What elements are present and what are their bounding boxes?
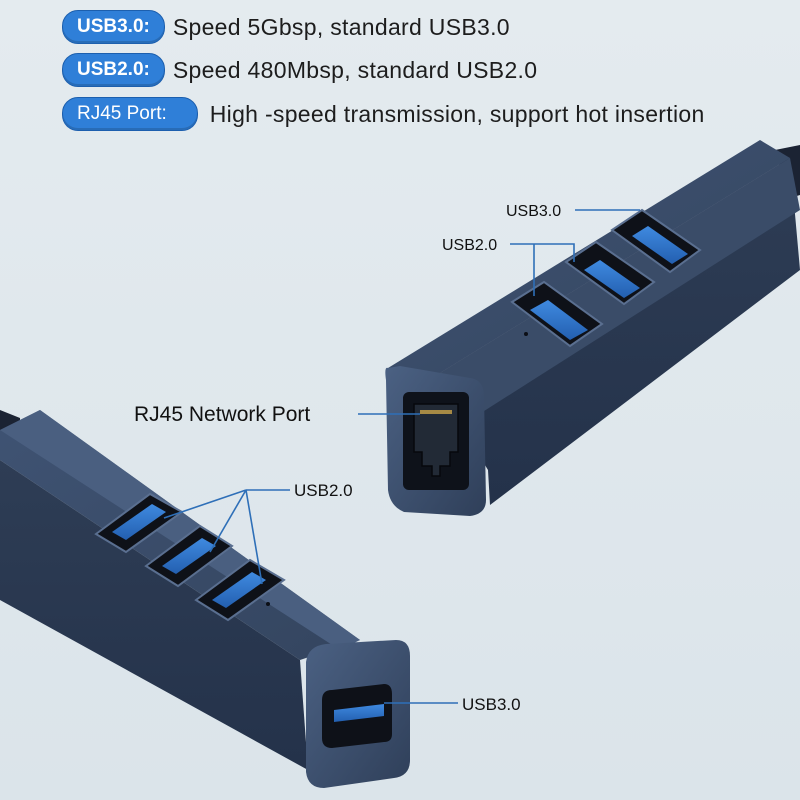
lower-usb20-port-3 xyxy=(194,558,286,622)
upper-usb20-port-1 xyxy=(564,240,656,306)
usb30-spec-text: Speed 5Gbsp, standard USB3.0 xyxy=(172,13,510,40)
usb20-badge: USB2.0: xyxy=(62,53,165,87)
lower-usb30-port xyxy=(322,684,392,748)
led-indicator xyxy=(524,332,528,336)
rj45-port xyxy=(403,392,469,490)
callout-lines xyxy=(163,209,640,704)
callout-bottom-usb20: USB2.0 xyxy=(294,481,353,500)
callout-bottom-usb30: USB3.0 xyxy=(462,695,521,714)
callout-top-usb20: USB2.0 xyxy=(442,237,497,254)
rj45-badge: RJ45 Port: xyxy=(62,97,198,131)
callout-rj45: RJ45 Network Port xyxy=(134,403,310,426)
lower-led-indicator xyxy=(266,602,270,606)
rj45-spec-text: High -speed transmission, support hot in… xyxy=(209,100,705,127)
upper-hub xyxy=(385,140,800,516)
callout-top-usb30: USB3.0 xyxy=(506,203,561,220)
spec-row-usb30: USB3.0: Speed 5Gbsp, standard USB3.0 xyxy=(62,10,510,44)
upper-usb30-port xyxy=(610,208,702,274)
usb20-spec-text: Speed 480Mbsp, standard USB2.0 xyxy=(172,56,538,83)
spec-row-rj45: RJ45 Port: High -speed transmission, sup… xyxy=(62,97,705,131)
lower-hub xyxy=(0,410,410,788)
lower-usb20-port-2 xyxy=(144,524,234,588)
spec-row-usb20: USB2.0: Speed 480Mbsp, standard USB2.0 xyxy=(62,53,537,87)
usb30-badge: USB3.0: xyxy=(62,10,165,44)
